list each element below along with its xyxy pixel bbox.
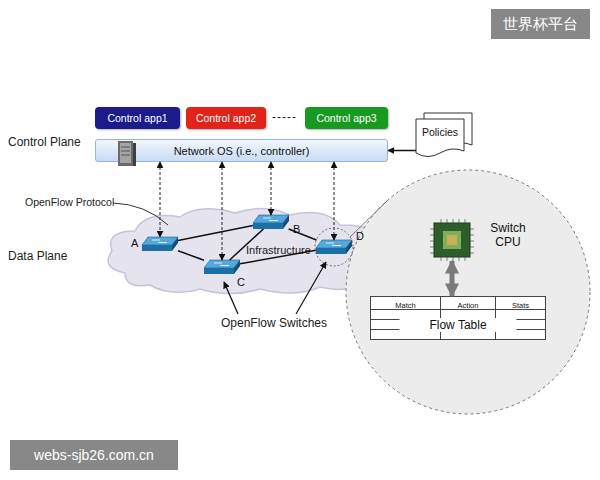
switch-arrow	[220, 265, 229, 266]
switch-side	[172, 237, 178, 251]
cloud-outline	[108, 208, 379, 293]
connector	[450, 261, 455, 296]
openflow-switch: C	[204, 260, 240, 274]
switch-top	[204, 260, 240, 268]
table-title: Flow Table	[399, 318, 516, 332]
connector	[271, 162, 272, 215]
switch-icon	[204, 260, 240, 274]
switch-side	[346, 240, 352, 254]
chip-body	[434, 223, 470, 257]
openflow-switch: B	[253, 215, 289, 229]
table-body: Flow Table	[371, 310, 545, 339]
switch-side	[234, 260, 240, 274]
app-box: Control app2	[186, 107, 266, 129]
watermark: webs-sjb26.com.cn	[10, 440, 178, 470]
separator-dashes: -----	[272, 110, 297, 124]
zoom-bubble	[346, 170, 590, 414]
policy-document: Policies	[416, 113, 472, 159]
switch-arrow	[332, 245, 341, 246]
switch-arrow	[214, 263, 222, 264]
chip-die	[447, 235, 457, 245]
table-cell: Match	[371, 297, 441, 309]
switch-arrow	[263, 218, 271, 219]
plane-label: Data Plane	[8, 249, 67, 263]
plane-label: Control Plane	[8, 135, 81, 149]
chip-core	[443, 231, 461, 249]
table-cell-text: Action	[458, 301, 479, 310]
switch-top	[142, 237, 178, 245]
switch-arrow	[152, 240, 160, 241]
switch-letter: B	[293, 223, 300, 235]
switch-front	[253, 223, 283, 229]
switch-letter: C	[237, 276, 245, 288]
cpu-chip	[430, 219, 474, 261]
switch-letter: D	[356, 230, 364, 242]
openflow-switch: A	[142, 237, 178, 251]
table-cell: Stats	[496, 297, 545, 309]
table-cell-text: Match	[395, 301, 415, 310]
connector	[388, 150, 416, 152]
switch-icon	[253, 215, 289, 229]
switch-arrow	[269, 220, 278, 221]
watermark: 世界杯平台	[491, 9, 590, 39]
infrastructure-cloud: Infrastructure A B C D	[100, 203, 388, 295]
app-box: Control app3	[305, 107, 388, 129]
table-header-row: Match Action Stats	[371, 297, 545, 310]
switch-top	[316, 240, 352, 248]
openflow-switch: D	[316, 240, 352, 254]
node-text: Switch CPU	[480, 221, 536, 249]
node-text: Policies	[416, 126, 464, 138]
document-front-page	[416, 119, 464, 157]
switch-front	[142, 245, 172, 251]
switch-arrow	[326, 243, 334, 244]
switch-letter: A	[131, 237, 138, 249]
switch-arrow	[158, 242, 167, 243]
switches-label: OpenFlow Switches	[221, 316, 327, 330]
table-cell-text: Stats	[512, 301, 529, 310]
switch-front	[204, 268, 234, 274]
protocol-label: OpenFlow Protocol	[25, 196, 114, 208]
node-text: Control app3	[316, 112, 376, 124]
flow-table: Match Action StatsFlow Table	[370, 296, 546, 340]
switch-cpu: Switch CPU	[430, 219, 474, 261]
switch-icon	[316, 240, 352, 254]
node-text: Control app2	[196, 112, 256, 124]
node-text: Infrastructure	[246, 244, 311, 256]
node-text: Network OS (i.e., controller)	[174, 145, 310, 157]
switch-side	[283, 215, 289, 229]
app-box: Control app1	[95, 107, 180, 129]
controller-band: Network OS (i.e., controller)	[95, 139, 388, 162]
switch-top	[253, 215, 289, 223]
switch-front	[316, 248, 346, 254]
node-text: Control app1	[107, 112, 167, 124]
table-cell: Action	[441, 297, 496, 309]
switch-icon	[142, 237, 178, 251]
